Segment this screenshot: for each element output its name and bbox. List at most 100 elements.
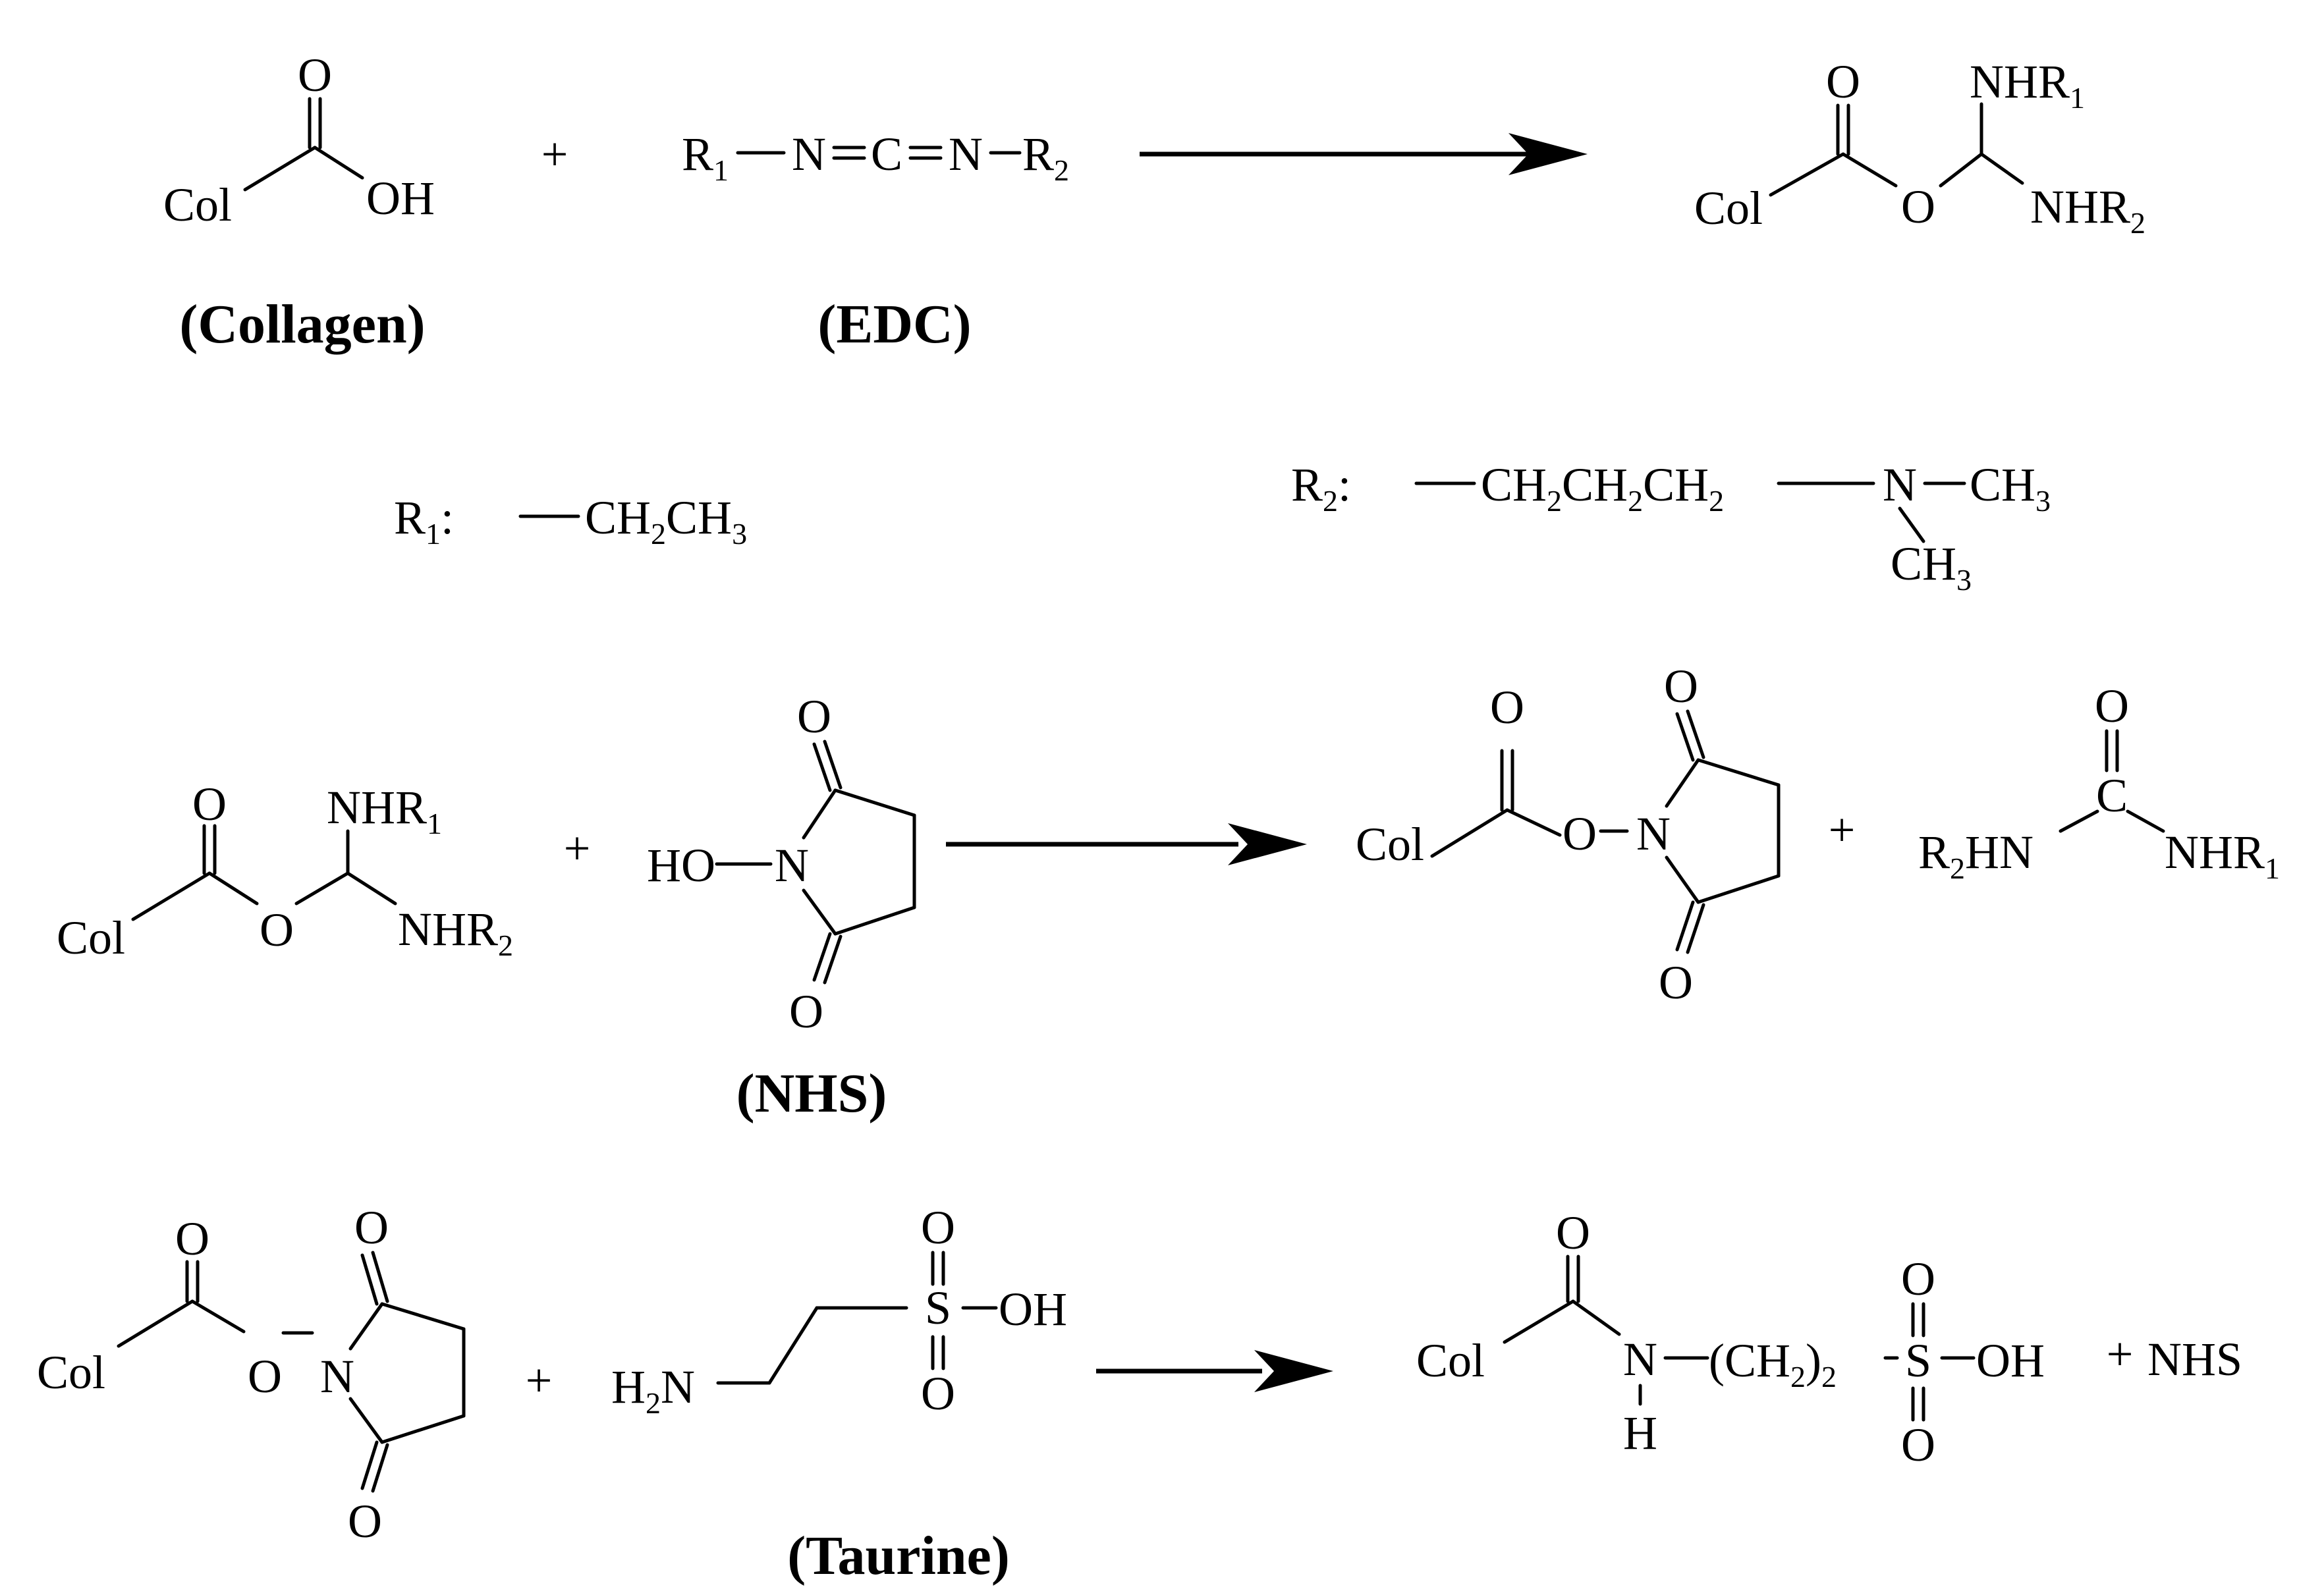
carbonyl-oxygen: O bbox=[1556, 1206, 1590, 1259]
sulfur-label: S bbox=[925, 1282, 951, 1334]
col-label: Col bbox=[1416, 1334, 1485, 1387]
nhs-ester-structure: O Col O N O O bbox=[1356, 660, 1781, 1009]
bond bbox=[360, 1253, 379, 1306]
bond bbox=[348, 1397, 384, 1444]
col-label: Col bbox=[1356, 818, 1424, 871]
bond bbox=[2126, 809, 2165, 833]
urea-carbon: C bbox=[2096, 769, 2128, 822]
bond bbox=[1665, 855, 1700, 904]
carbonyl-oxygen: O bbox=[1490, 681, 1524, 734]
collagen-structure: O Col OH bbox=[163, 49, 435, 231]
arrow-head bbox=[1254, 1350, 1333, 1392]
hydroxyl-label: OH bbox=[366, 172, 435, 225]
bond bbox=[767, 1306, 819, 1385]
edc-structure: R1 N C N R2 bbox=[682, 128, 1069, 187]
nhr1-label: NHR1 bbox=[2165, 826, 2280, 885]
bond bbox=[1675, 712, 1695, 762]
nitrogen-label: N bbox=[792, 128, 826, 180]
ethylene-linker-label: (CH2)2 bbox=[1709, 1334, 1837, 1393]
bond bbox=[823, 934, 843, 985]
carbonyl-oxygen: O bbox=[354, 1201, 389, 1254]
bond bbox=[1430, 808, 1509, 858]
col-label: Col bbox=[1694, 182, 1763, 234]
hydroxyl-label: OH bbox=[1976, 1334, 2045, 1387]
bond bbox=[1571, 1299, 1621, 1336]
taurine-structure: H2N S O O OH bbox=[611, 1201, 1067, 1420]
bond bbox=[243, 146, 317, 192]
taurine-conjugate-structure: O Col N H (CH2)2 S O O OH bbox=[1416, 1206, 2045, 1471]
collagen-col-label: Col bbox=[163, 178, 232, 231]
col-label: Col bbox=[57, 911, 125, 964]
methyl-label: CH3 bbox=[1891, 537, 1972, 597]
col-label: Col bbox=[37, 1346, 105, 1399]
bond bbox=[380, 1302, 466, 1331]
imide-nitrogen: N bbox=[1636, 807, 1671, 860]
bond bbox=[1769, 152, 1845, 197]
bond bbox=[1675, 900, 1695, 952]
dimethylamine-nitrogen: N bbox=[1883, 458, 1917, 511]
ester-oxygen: O bbox=[1901, 180, 1935, 233]
bond bbox=[1686, 709, 1705, 759]
ester-oxygen: O bbox=[248, 1350, 282, 1403]
bond bbox=[833, 788, 916, 817]
methyl-label: CH3 bbox=[1970, 458, 2051, 518]
plus-sign: + bbox=[541, 128, 568, 180]
bond bbox=[348, 1302, 384, 1351]
carbonyl-oxygen: O bbox=[298, 49, 332, 101]
carbonyl-oxygen: O bbox=[789, 985, 823, 1038]
bond bbox=[208, 871, 259, 906]
nhs-caption: (NHS) bbox=[736, 1063, 887, 1124]
r2-label: R2 bbox=[1022, 128, 1069, 187]
sulfur-label: S bbox=[1905, 1334, 1931, 1387]
propyl-chain-label: CH2CH2CH2 bbox=[1481, 458, 1724, 518]
nhr1-label: NHR1 bbox=[1970, 55, 2085, 115]
bond bbox=[117, 1299, 194, 1348]
sulfonyl-oxygen: O bbox=[921, 1201, 955, 1254]
bond bbox=[802, 888, 837, 936]
nhr2-label: NHR2 bbox=[398, 903, 513, 962]
urea-byproduct-structure: R2HN C O NHR1 bbox=[1918, 680, 2280, 885]
bond bbox=[1505, 808, 1562, 837]
sulfonyl-oxygen: O bbox=[1901, 1419, 1935, 1471]
ester-oxygen: O bbox=[1563, 807, 1597, 860]
r2-definition: R2: CH2CH2CH2 N CH3 CH3 bbox=[1291, 458, 2051, 597]
bond bbox=[190, 1299, 246, 1334]
bond bbox=[802, 788, 837, 840]
carbonyl-oxygen: O bbox=[192, 778, 227, 830]
bond bbox=[360, 1440, 379, 1490]
carbonyl-oxygen: O bbox=[1664, 660, 1698, 713]
ethyl-label: CH2CH3 bbox=[585, 491, 747, 551]
o-acylisourea-structure: O Col O NHR1 NHR2 bbox=[1694, 55, 2145, 240]
hydroxyl-label: HO bbox=[647, 839, 715, 892]
bond bbox=[1939, 152, 1983, 188]
collagen-caption: (Collagen) bbox=[179, 294, 425, 355]
r1-label: R1 bbox=[682, 128, 729, 187]
nhs-ester-structure: O Col O N O O bbox=[37, 1201, 466, 1548]
r1-label: R1: bbox=[394, 491, 454, 551]
bond bbox=[2059, 809, 2099, 833]
carbonyl-oxygen: O bbox=[797, 690, 831, 743]
bond bbox=[833, 906, 916, 936]
edc-caption: (EDC) bbox=[817, 294, 971, 355]
ester-oxygen: O bbox=[260, 904, 294, 956]
carbonyl-oxygen: O bbox=[1826, 55, 1860, 108]
o-acylisourea-structure: O Col O NHR1 NHR2 bbox=[57, 778, 513, 964]
reaction-arrow-2 bbox=[946, 823, 1307, 865]
nhr2-label: NHR2 bbox=[2030, 180, 2145, 240]
bond bbox=[812, 932, 832, 982]
nitrogen-label: N bbox=[949, 128, 983, 180]
bond bbox=[131, 871, 211, 921]
bond bbox=[346, 871, 397, 906]
bond bbox=[1841, 152, 1898, 188]
taurine-caption: (Taurine) bbox=[787, 1525, 1010, 1586]
bond bbox=[1898, 506, 1925, 543]
amine-label: H2N bbox=[611, 1361, 695, 1420]
bond bbox=[1696, 758, 1781, 787]
bond bbox=[1686, 903, 1705, 954]
bond bbox=[1665, 758, 1700, 808]
r2hn-label: R2HN bbox=[1918, 826, 2034, 885]
imide-nitrogen: N bbox=[320, 1350, 354, 1403]
reaction-arrow-3 bbox=[1096, 1350, 1333, 1392]
plus-sign: + bbox=[2107, 1328, 2134, 1380]
